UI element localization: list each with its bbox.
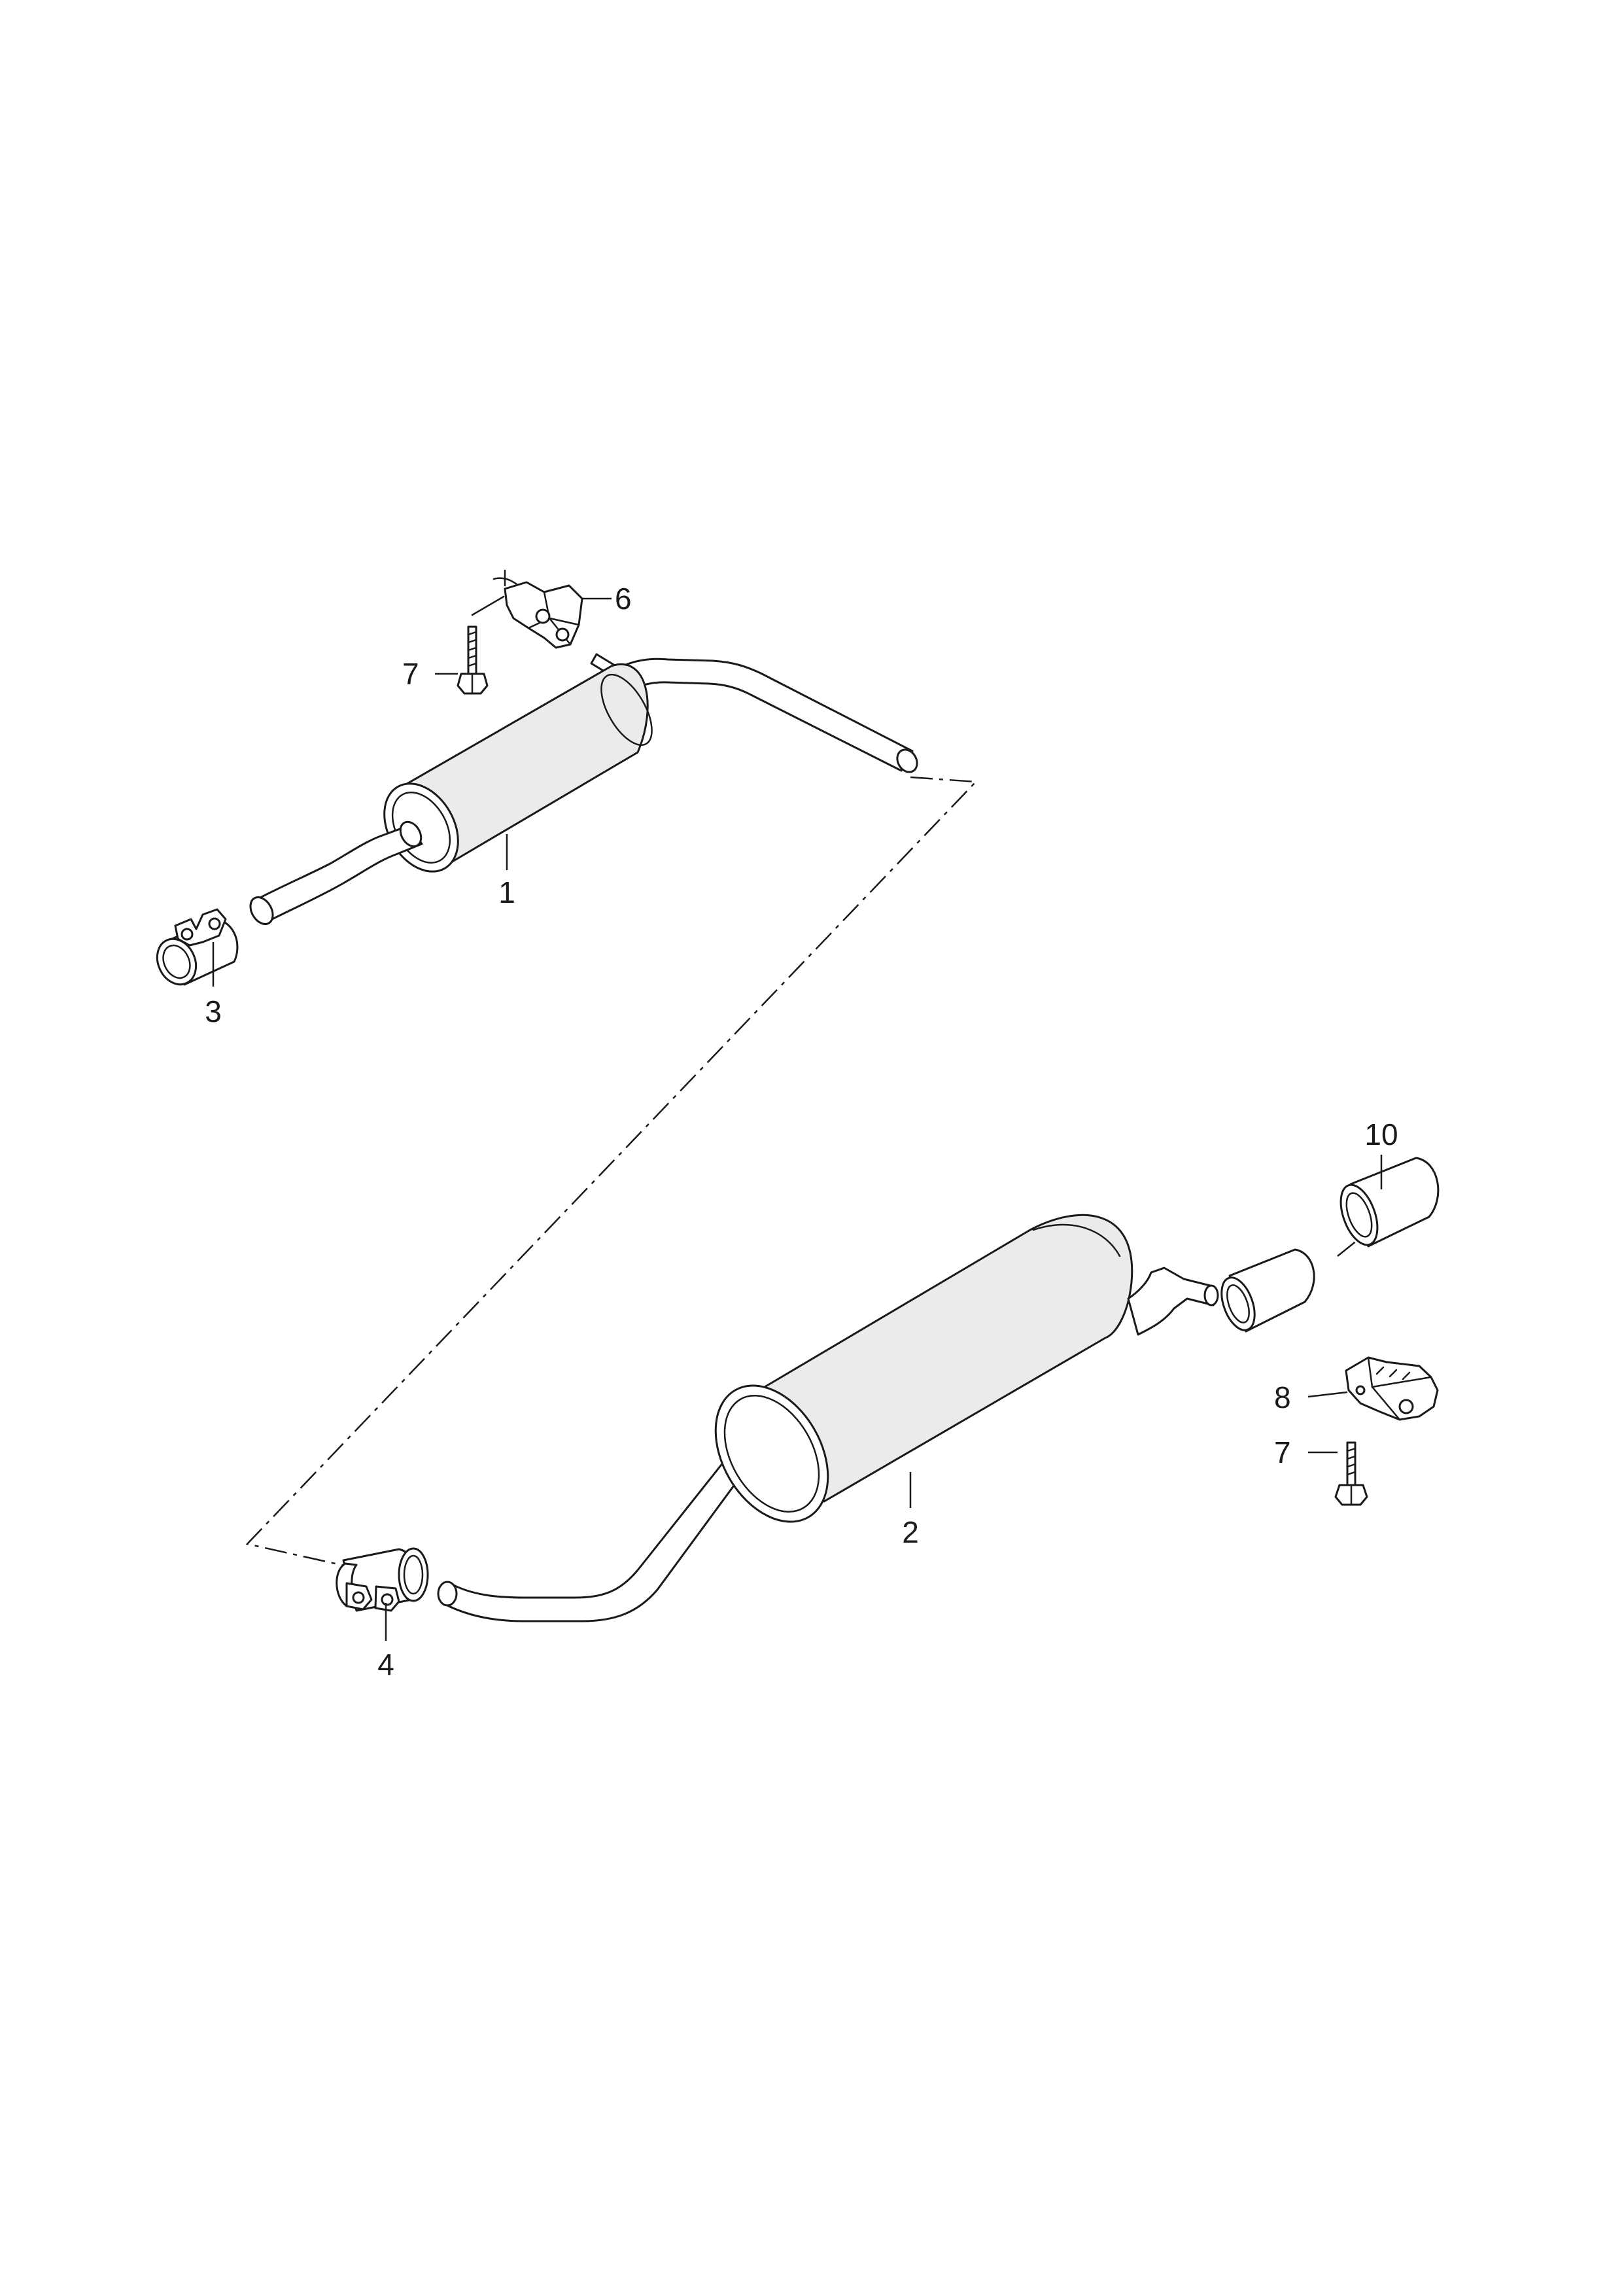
callout-2: 2 bbox=[902, 1515, 919, 1549]
callout-4: 4 bbox=[377, 1647, 394, 1681]
tail-pipe-trims[interactable] bbox=[1215, 1157, 1440, 1335]
rear-silencer[interactable] bbox=[437, 1214, 1219, 1622]
clamp-lower[interactable] bbox=[336, 1547, 429, 1612]
callout-3: 3 bbox=[205, 994, 222, 1028]
leader-lines bbox=[212, 597, 1383, 1641]
bolt-upper[interactable] bbox=[457, 595, 505, 695]
connection-line bbox=[245, 776, 1371, 1568]
callout-8: 8 bbox=[1274, 1380, 1291, 1414]
callout-6: 6 bbox=[615, 582, 632, 616]
callouts: 1 2 3 4 6 7 7 8 10 bbox=[205, 582, 1398, 1681]
callout-7-upper: 7 bbox=[402, 657, 419, 691]
front-silencer[interactable] bbox=[246, 653, 921, 928]
bolt-lower[interactable] bbox=[1334, 1441, 1368, 1506]
callout-1: 1 bbox=[498, 875, 515, 909]
callout-7-lower: 7 bbox=[1274, 1435, 1291, 1469]
rubber-mounting-upper[interactable] bbox=[492, 569, 583, 649]
rubber-mounting-lower[interactable] bbox=[1345, 1356, 1439, 1421]
callout-10: 10 bbox=[1364, 1117, 1398, 1151]
clamp-upper[interactable] bbox=[150, 908, 239, 990]
